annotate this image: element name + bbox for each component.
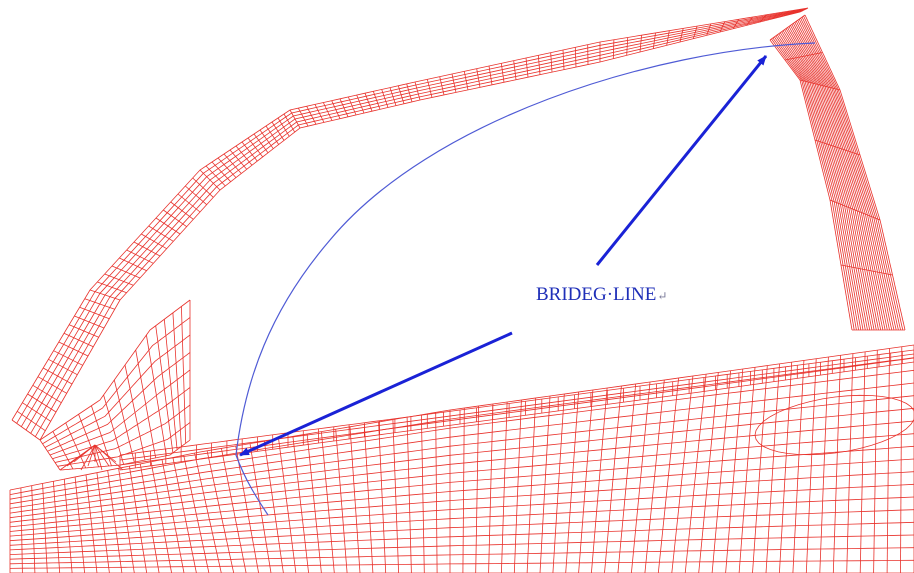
bridge-line-curve — [235, 42, 816, 516]
bridge-line-label: BRIDEG·LINE↵ — [536, 284, 667, 306]
return-mark: ↵ — [657, 289, 668, 303]
arrow-to-top-corner — [595, 55, 768, 266]
label-text: BRIDEG·LINE — [536, 284, 657, 305]
arrow-to-bottom-corner — [239, 331, 513, 457]
wireframe-mesh — [9, 7, 914, 573]
